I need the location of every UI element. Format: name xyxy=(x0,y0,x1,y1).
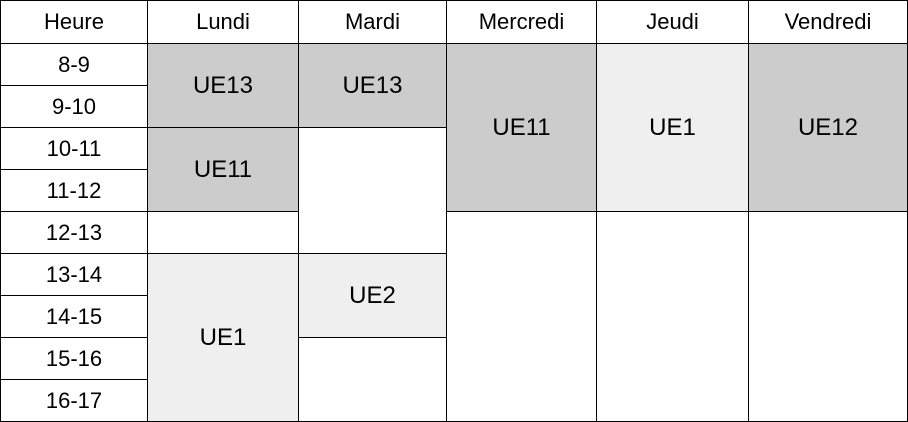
empty-slot-tuesday-afternoon xyxy=(298,337,447,422)
row-8-9: 8-9 UE13 UE13 UE11 UE1 UE12 xyxy=(0,43,908,212)
course-tuesday-ue13: UE13 xyxy=(298,43,447,128)
header-tuesday: Mardi xyxy=(298,0,447,44)
header-thursday: Jeudi xyxy=(596,0,749,44)
row-10-11: 10-11 UE11 xyxy=(0,127,908,254)
row-14-15: 14-15 xyxy=(0,295,908,338)
header-monday: Lundi xyxy=(147,0,299,44)
empty-slot-monday xyxy=(147,211,299,254)
course-thursday-ue1: UE1 xyxy=(596,43,749,212)
course-friday-ue12: UE12 xyxy=(748,43,908,212)
course-wednesday-ue11: UE11 xyxy=(446,43,597,212)
row-13-14: 13-14 UE1 UE2 xyxy=(0,253,908,422)
header-friday: Vendredi xyxy=(748,0,908,44)
hour-cell: 10-11 xyxy=(0,127,148,170)
course-monday-ue13: UE13 xyxy=(147,43,299,128)
empty-slot-wednesday xyxy=(446,211,597,422)
empty-slot-tuesday xyxy=(298,127,447,254)
row-11-12: 11-12 xyxy=(0,169,908,212)
header-wednesday: Mercredi xyxy=(446,0,597,44)
hour-cell: 12-13 xyxy=(0,211,148,254)
header-hour: Heure xyxy=(0,0,148,44)
hour-cell: 9-10 xyxy=(0,85,148,128)
row-12-13: 12-13 xyxy=(0,211,908,422)
row-9-10: 9-10 xyxy=(0,85,908,128)
header-row: Heure Lundi Mardi Mercredi Jeudi Vendred… xyxy=(0,0,908,44)
hour-cell: 14-15 xyxy=(0,295,148,338)
empty-slot-friday xyxy=(748,211,908,422)
row-15-16: 15-16 xyxy=(0,337,908,422)
course-monday-ue11: UE11 xyxy=(147,127,299,212)
row-16-17: 16-17 xyxy=(0,379,908,422)
course-monday-ue1: UE1 xyxy=(147,253,299,422)
hour-cell: 13-14 xyxy=(0,253,148,296)
course-tuesday-ue2: UE2 xyxy=(298,253,447,338)
hour-cell: 8-9 xyxy=(0,43,148,86)
hour-cell: 15-16 xyxy=(0,337,148,380)
hour-cell: 11-12 xyxy=(0,169,148,212)
hour-cell: 16-17 xyxy=(0,379,148,422)
empty-slot-thursday xyxy=(596,211,749,422)
